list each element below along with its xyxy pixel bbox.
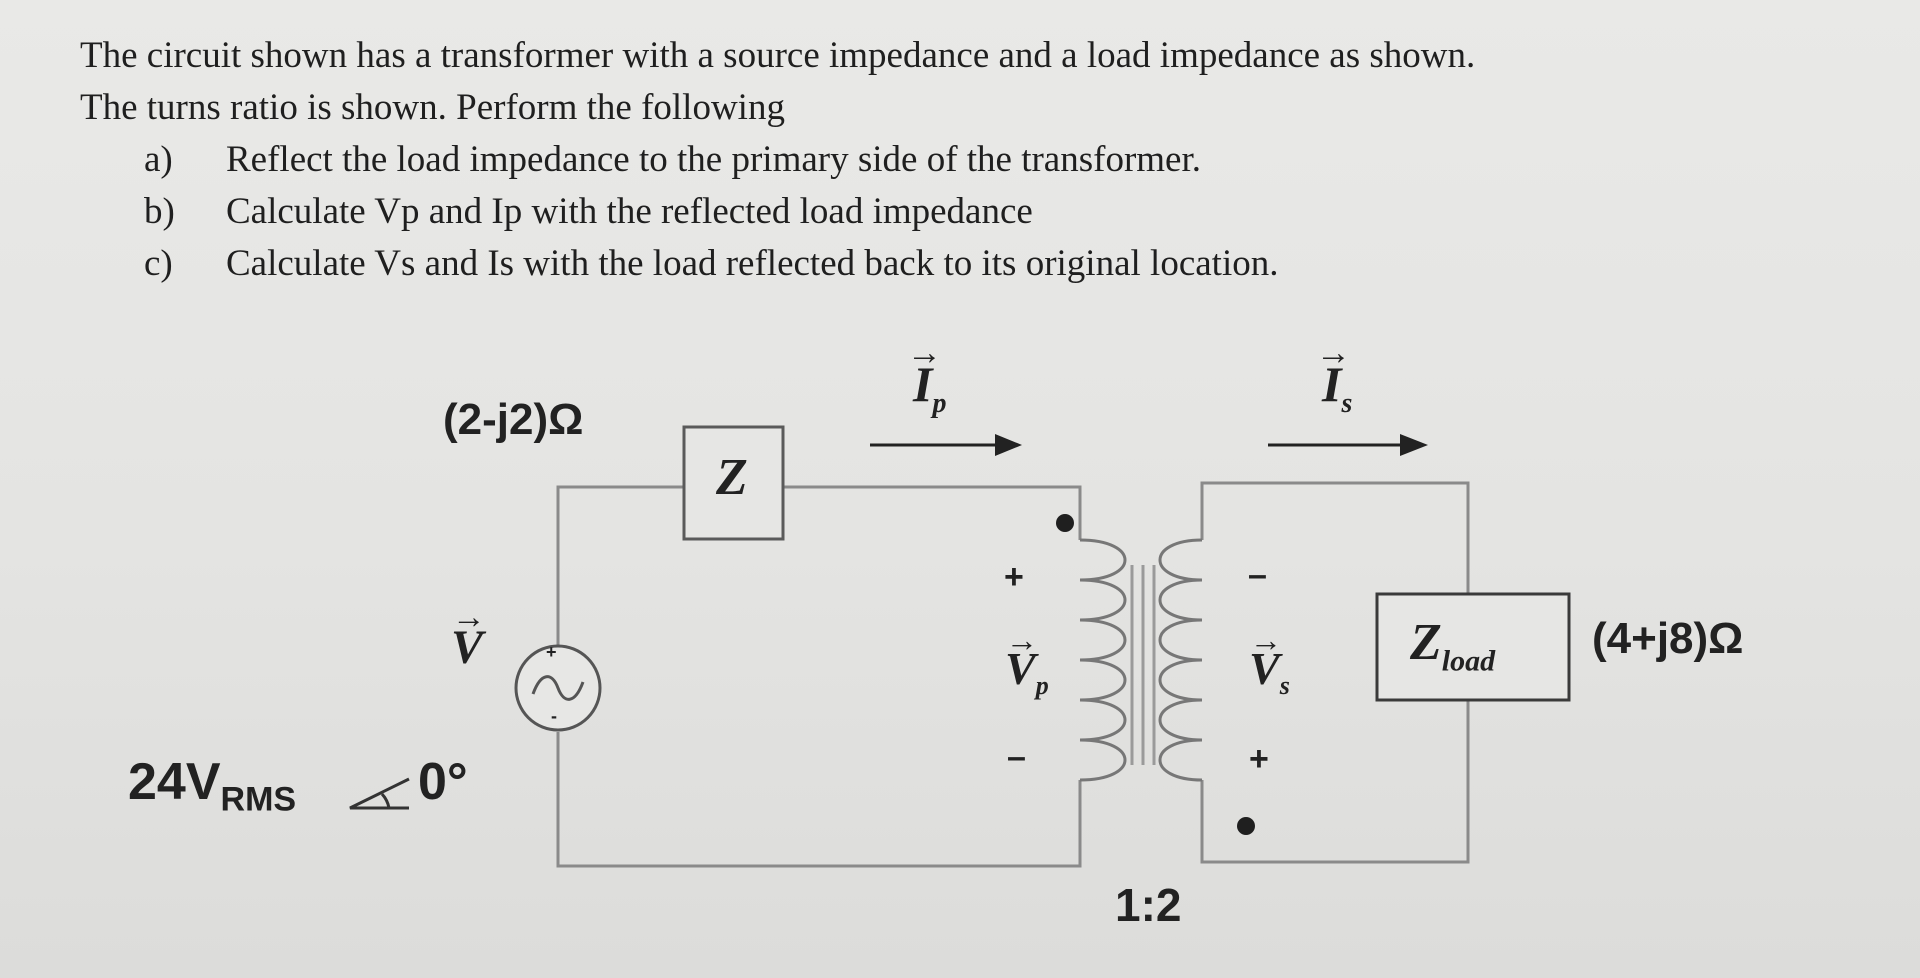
transformer-core xyxy=(1130,565,1156,765)
secondary-voltage-symbol: V xyxy=(1249,642,1280,695)
load-symbol-subscript: load xyxy=(1441,644,1496,678)
primary-voltage-label: Vp xyxy=(1005,642,1049,701)
wire-impedance-to-primary xyxy=(783,485,1082,540)
source-plus-sign: + xyxy=(546,642,557,662)
load-impedance-value: (4+j8)Ω xyxy=(1592,614,1744,663)
secondary-current-symbol: I xyxy=(1322,355,1341,413)
wire-secondary-top xyxy=(1200,481,1470,594)
source-impedance-box xyxy=(682,425,785,541)
primary-polarity-dot xyxy=(1056,514,1074,532)
source-value-subscript: RMS xyxy=(220,780,297,819)
secondary-voltage-plus: + xyxy=(1249,740,1269,778)
secondary-current-arrow xyxy=(1268,434,1428,456)
primary-current-subscript: p xyxy=(932,388,947,419)
source-voltage-symbol: V xyxy=(451,620,483,675)
primary-voltage-minus: – xyxy=(1007,738,1026,776)
load-impedance-box xyxy=(1375,592,1571,702)
source-value-main: 24V xyxy=(128,753,221,811)
secondary-voltage-minus: – xyxy=(1248,556,1267,594)
secondary-coil xyxy=(1158,538,1203,782)
source-value-label: 24VRMS xyxy=(128,752,296,819)
secondary-polarity-dot xyxy=(1237,817,1255,835)
source-voltage-letter: V xyxy=(451,620,483,675)
primary-current-symbol: I xyxy=(913,355,932,413)
task-item-b: b) Calculate Vp and Ip with the reflected… xyxy=(80,186,1475,238)
source-angle-value: 0° xyxy=(418,753,468,811)
primary-voltage-symbol: V xyxy=(1005,642,1036,695)
wire-source-to-impedance xyxy=(556,485,684,645)
secondary-voltage-label: Vs xyxy=(1249,642,1290,701)
turns-ratio-label: 1:2 xyxy=(1115,879,1182,931)
task-item-c: c) Calculate Vs and Is with the load refl… xyxy=(80,238,1475,290)
load-symbol: Zload xyxy=(1410,613,1495,678)
source-impedance-value: (2-j2)Ω xyxy=(443,395,584,444)
primary-voltage-plus: + xyxy=(1004,558,1024,596)
problem-intro-line-2: The turns ratio is shown. Perform the fo… xyxy=(80,87,785,128)
task-label-b: b) xyxy=(144,191,175,232)
problem-intro-line-1: The circuit shown has a transformer with… xyxy=(80,35,1476,76)
load-symbol-main: Z xyxy=(1410,614,1442,671)
task-text-b: Calculate Vp and Ip with the reflected l… xyxy=(226,191,1033,232)
secondary-voltage-subscript: s xyxy=(1279,671,1290,701)
task-item-a: a) Reflect the load impedance to the prim… xyxy=(80,134,1475,186)
primary-current-label: Ip xyxy=(913,355,946,420)
source-impedance-symbol: Z xyxy=(716,449,748,506)
wire-primary-bottom xyxy=(556,732,1082,868)
task-label-a: a) xyxy=(144,139,173,180)
problem-statement: The circuit shown has a transformer with… xyxy=(80,30,1475,290)
source-minus-sign: - xyxy=(551,706,557,726)
task-text-a: Reflect the load impedance to the primar… xyxy=(226,139,1202,180)
primary-current-arrow xyxy=(870,434,1022,456)
ac-source xyxy=(514,644,602,732)
primary-coil xyxy=(1079,538,1127,782)
task-label-c: c) xyxy=(144,243,173,284)
primary-voltage-subscript: p xyxy=(1035,671,1049,701)
task-text-c: Calculate Vs and Is with the load reflec… xyxy=(226,243,1279,284)
wire-secondary-bottom xyxy=(1200,700,1470,864)
secondary-current-subscript: s xyxy=(1341,388,1353,419)
angle-icon xyxy=(349,777,410,810)
secondary-current-label: Is xyxy=(1322,355,1352,420)
